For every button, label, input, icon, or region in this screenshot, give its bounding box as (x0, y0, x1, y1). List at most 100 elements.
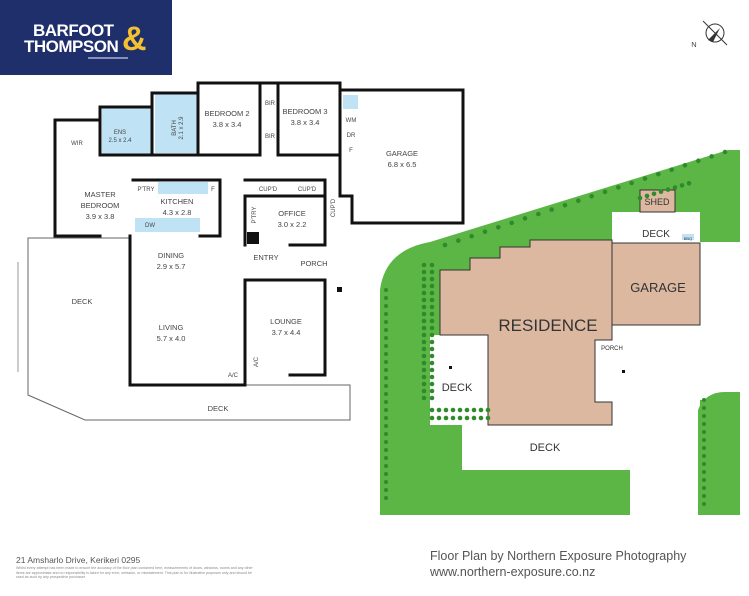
shrub (602, 189, 608, 195)
shrub (482, 229, 488, 235)
shrub (702, 398, 706, 402)
label-wm: WM (346, 118, 357, 124)
property-address: 21 Amsharlo Drive, Kerikeri 0295 (16, 555, 141, 565)
shrub (702, 430, 706, 434)
room-bedroom2-dims: 3.8 x 3.4 (213, 120, 242, 129)
photography-credit: Floor Plan by Northern Exposure Photogra… (430, 548, 686, 580)
ensuite-area (102, 107, 152, 154)
room-office-name: OFFICE (278, 209, 306, 218)
shrub (478, 415, 484, 421)
shrub (429, 374, 435, 380)
shrub (672, 185, 678, 190)
shrub (642, 176, 648, 181)
shrub (536, 211, 541, 217)
label-deck-bottom: DECK (208, 404, 229, 413)
shrub (522, 216, 528, 221)
shrub (384, 496, 388, 500)
site-label-shed: SHED (644, 197, 670, 207)
shrub (509, 220, 514, 226)
shrub (421, 304, 427, 310)
shrub (384, 480, 388, 484)
label-dw: DW (145, 223, 155, 229)
label-ptry-office: P'TRY (252, 206, 258, 223)
website-link[interactable]: www.northern-exposure.co.nz (430, 565, 596, 579)
shrub (442, 242, 448, 248)
site-deck-bottom (462, 425, 630, 470)
shrub (702, 406, 706, 410)
shrub (496, 224, 501, 230)
shrub (384, 376, 388, 380)
credit-text: Floor Plan by Northern Exposure Photogra… (430, 549, 687, 563)
shrub (421, 353, 427, 359)
label-deck-left: DECK (72, 297, 93, 306)
room-bath-name: BATH (172, 120, 178, 136)
room-office-dims: 3.0 x 2.2 (278, 220, 307, 229)
shrub (702, 478, 706, 482)
site-label-bbq: BBQ (684, 236, 692, 241)
label-f-laundry: F (349, 148, 353, 154)
shrub (429, 297, 435, 303)
site-plan: SHED DECK BBQ GARAGE RESIDENCE PORCH DEC… (380, 149, 740, 515)
shrub (485, 407, 491, 413)
site-bbq (682, 234, 694, 240)
room-bedroom3-dims: 3.8 x 3.4 (291, 118, 320, 127)
shrub (421, 283, 427, 289)
shrub (384, 336, 388, 340)
shrub (471, 407, 477, 413)
shrub (709, 154, 714, 159)
shrub (702, 494, 706, 498)
shrub (651, 191, 657, 197)
shrub (429, 325, 435, 331)
room-lounge-name: LOUNGE (270, 317, 302, 326)
shrub (384, 392, 388, 396)
bathroom-area (155, 93, 198, 153)
room-kitchen-dims: 4.3 x 2.8 (163, 208, 192, 217)
shrub (421, 360, 427, 366)
shrub (436, 415, 442, 421)
shrub (656, 171, 661, 177)
shrub (429, 395, 435, 401)
label-ptry-kitchen: P'TRY (137, 187, 154, 193)
label-f-kitchen: F (211, 187, 215, 193)
shrub (384, 448, 388, 452)
shrub (421, 395, 427, 401)
shrub (702, 446, 706, 450)
shrub (429, 381, 435, 387)
shrub (429, 304, 435, 310)
shrub (450, 415, 456, 421)
shrub (429, 318, 435, 324)
shrub (722, 149, 728, 155)
room-wir: WIR (71, 141, 83, 147)
shrub (429, 339, 435, 345)
shrub (384, 312, 388, 316)
room-master-dims: 3.9 x 3.8 (86, 212, 115, 221)
shrub (421, 325, 427, 331)
shrub (644, 193, 650, 199)
shrub (429, 276, 435, 282)
shrub (384, 296, 388, 300)
shrub (384, 440, 388, 444)
shrub (436, 407, 442, 413)
shrub (679, 183, 685, 188)
shrub (384, 304, 388, 308)
label-entry: ENTRY (253, 253, 278, 262)
logo-tagline (88, 57, 128, 59)
room-dining-dims: 2.9 x 5.7 (157, 262, 186, 271)
room-garage-dims: 6.8 x 6.5 (388, 160, 417, 169)
shrub-rows (384, 149, 728, 506)
shrub (562, 202, 568, 208)
shrub (384, 368, 388, 372)
shrub (384, 416, 388, 420)
shrub (421, 388, 427, 394)
site-post (449, 366, 452, 369)
shrub (384, 400, 388, 404)
room-ens-dims: 2.5 x 2.4 (108, 138, 132, 144)
site-label-deck-top: DECK (642, 229, 670, 240)
label-cupd-1: CUP'D (259, 187, 278, 193)
compass-icon: N (691, 20, 728, 49)
shrub (421, 318, 427, 324)
shrub (421, 297, 427, 303)
shrub (384, 320, 388, 324)
shrub (429, 360, 435, 366)
room-lounge-dims: 3.7 x 4.4 (272, 328, 301, 337)
